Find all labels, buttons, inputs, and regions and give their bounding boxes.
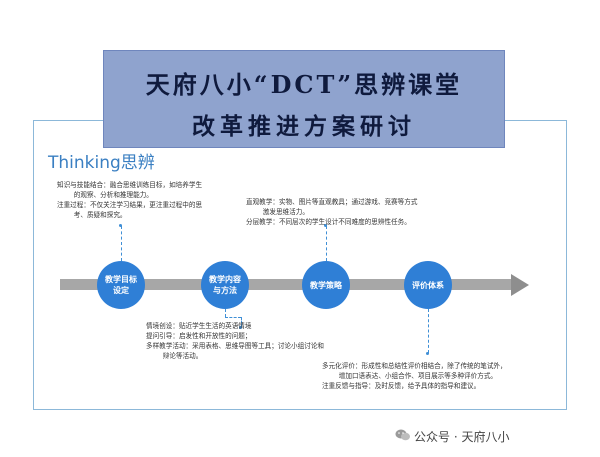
node-goal-setting: 教学目标设定 [97, 261, 145, 309]
node-evaluation: 评价体系 [404, 261, 452, 309]
connector-content-b [225, 317, 241, 318]
timeline-arrow-head [511, 274, 529, 296]
title-line-1: 天府八小“DCT”思辨课堂 [145, 70, 463, 99]
node-strategy: 教学策略 [302, 261, 350, 309]
timeline-arrow-bar [60, 279, 512, 290]
thinking-heading: Thinking思辨 [48, 148, 155, 173]
content-description: 情境创设：贴近学生生活的英语情境 提问引导：启发性和开放性的问题； 多样教学活动… [146, 322, 325, 360]
connector-strategy-dot [324, 224, 327, 227]
node-content-method: 教学内容与方法 [201, 261, 249, 309]
title-line-2: 改革推进方案研讨 [192, 113, 416, 140]
thinking-cn: 思辨 [120, 153, 155, 173]
connector-strategy [326, 226, 327, 261]
thinking-en: Thinking [48, 153, 121, 173]
connector-content-a [225, 309, 226, 317]
goal-description: 知识与技能结合：融合思维训练目标，如培养学生 的观察、分析和推理能力。 注重过程… [57, 181, 203, 219]
connector-eval-dot [426, 352, 429, 355]
connector-goal [121, 226, 122, 261]
watermark-text: 公众号 · 天府八小 [414, 430, 510, 444]
connector-eval [428, 309, 429, 353]
evaluation-description: 多元化评价：形成性和总结性评价相结合，除了传统的笔试外， 增加口语表达、小组合作… [322, 362, 507, 390]
connector-content-c [241, 317, 242, 327]
title-banner: 天府八小“DCT”思辨课堂 改革推进方案研讨 [103, 50, 505, 148]
wechat-icon [395, 429, 410, 441]
connector-goal-dot [119, 224, 122, 227]
connector-content-dot [239, 326, 242, 329]
strategy-description: 直观教学：实物、图片等直观教具；通过游戏、竞赛等方式 激发思维活力。 分层教学：… [246, 198, 418, 226]
